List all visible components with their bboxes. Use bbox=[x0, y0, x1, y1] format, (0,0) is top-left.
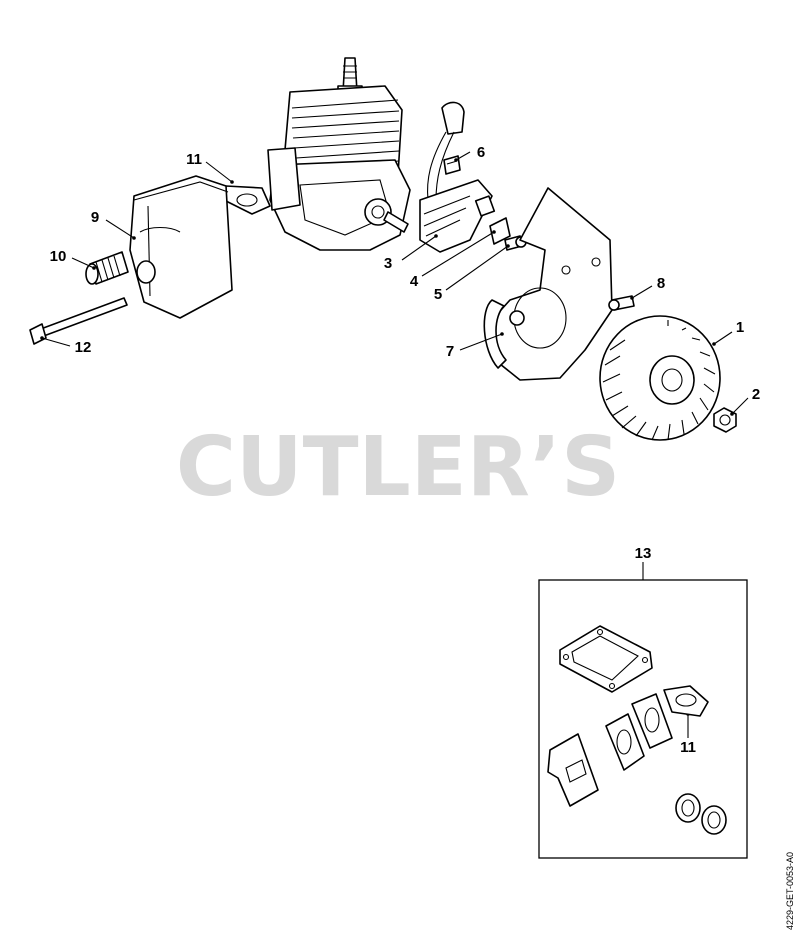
callout-5: 5 bbox=[434, 286, 442, 303]
callout-13: 13 bbox=[635, 545, 652, 562]
watermark-text: CUTLER’S bbox=[176, 420, 620, 515]
muffler-gasket bbox=[223, 185, 271, 215]
long-screw bbox=[29, 297, 128, 345]
callout-11-kit: 11 bbox=[680, 739, 696, 756]
kit-muffler-gasket bbox=[663, 685, 709, 717]
callout-6: 6 bbox=[477, 144, 485, 161]
oil-seals bbox=[675, 793, 727, 835]
callout-3: 3 bbox=[384, 255, 392, 272]
muffler bbox=[129, 175, 233, 319]
callout-1: 1 bbox=[736, 319, 744, 336]
gasket-kit-box bbox=[538, 579, 748, 859]
intake-gaskets bbox=[605, 693, 673, 771]
carburetor-gasket bbox=[547, 733, 599, 807]
callout-11: 11 bbox=[186, 151, 202, 168]
screw-8 bbox=[608, 295, 635, 311]
callout-8: 8 bbox=[657, 275, 665, 292]
callout-12: 12 bbox=[75, 339, 92, 356]
callout-numbers: 1 2 3 4 5 6 7 8 9 10 11 12 13 11 bbox=[50, 144, 761, 756]
callout-7: 7 bbox=[446, 343, 454, 360]
callout-10: 10 bbox=[50, 248, 67, 265]
cylinder-gasket bbox=[559, 625, 653, 693]
engine-block bbox=[267, 57, 411, 251]
callout-4: 4 bbox=[410, 273, 419, 290]
callout-9: 9 bbox=[91, 209, 99, 226]
nut bbox=[713, 407, 737, 433]
leader-lines bbox=[40, 151, 749, 738]
fan-housing bbox=[483, 187, 613, 381]
drawing-reference: 4229-GET-0053-A0 bbox=[785, 852, 795, 930]
spacer-plate bbox=[489, 217, 511, 245]
ignition-module bbox=[419, 101, 496, 253]
flywheel bbox=[599, 315, 721, 441]
callout-2: 2 bbox=[752, 386, 760, 403]
